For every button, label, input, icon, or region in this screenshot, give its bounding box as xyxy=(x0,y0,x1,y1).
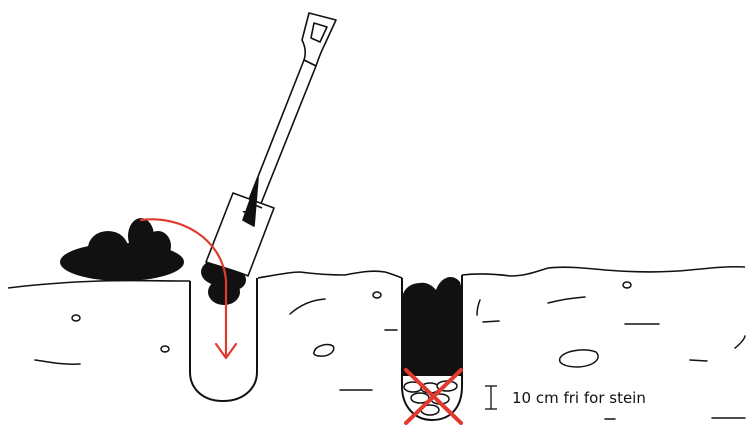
ground-surface-left xyxy=(8,281,190,288)
measure-icon xyxy=(485,386,497,409)
trench-fill xyxy=(402,277,462,376)
soil-stones xyxy=(72,282,631,367)
spade-icon xyxy=(206,13,336,276)
measure-label: 10 cm fri for stein xyxy=(512,389,646,407)
ground-surface-right xyxy=(462,267,745,276)
ground-surface-middle xyxy=(258,271,402,278)
soil-pile xyxy=(60,218,184,281)
